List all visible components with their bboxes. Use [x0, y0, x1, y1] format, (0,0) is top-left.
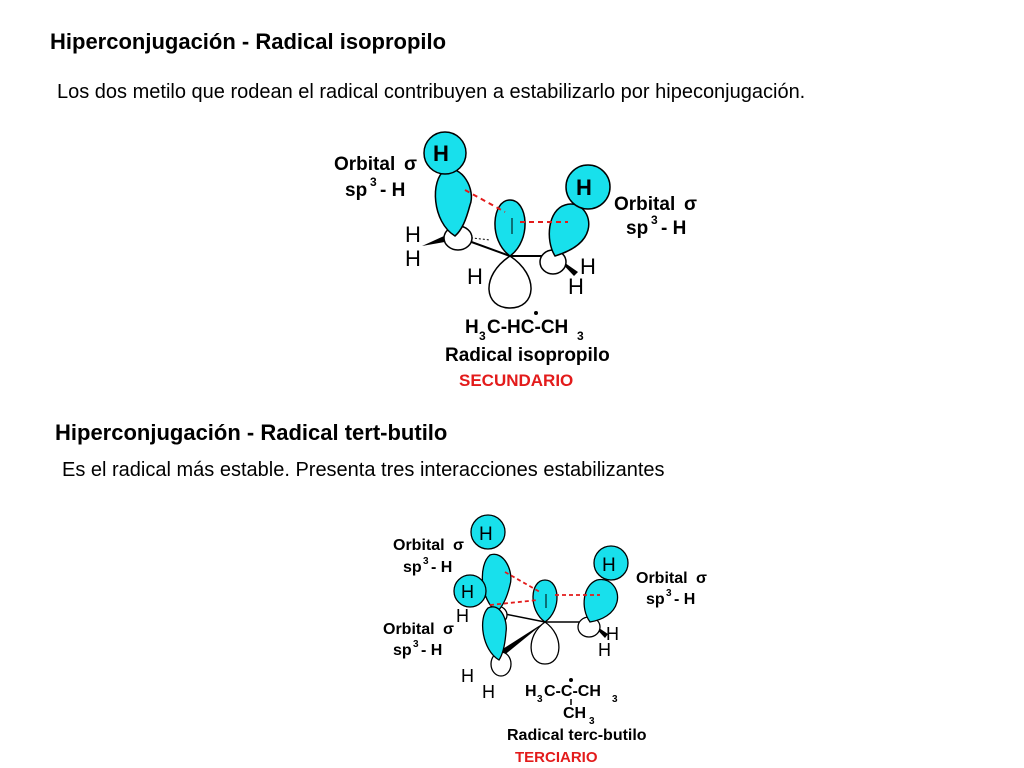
- title-isopropilo: Hiperconjugación - Radical isopropilo: [50, 29, 447, 54]
- h-atom: H: [405, 222, 421, 247]
- svg-text:3: 3: [479, 329, 486, 343]
- h-atom: H: [606, 624, 619, 644]
- h-atom: H: [461, 666, 474, 686]
- label-orbital-right: Orbital: [636, 570, 688, 587]
- svg-text:σ: σ: [696, 570, 707, 587]
- label-sp3-right: sp: [626, 218, 648, 239]
- svg-text:3: 3: [589, 716, 595, 727]
- svg-text:C-C-CH: C-C-CH: [544, 683, 601, 700]
- label-sp3-left: sp: [345, 180, 367, 201]
- h-atom: H: [598, 640, 611, 660]
- svg-text:- H: - H: [380, 180, 405, 201]
- h-atom: H: [482, 682, 495, 702]
- svg-text:CH: CH: [563, 705, 586, 722]
- svg-text:sp: sp: [646, 591, 665, 608]
- formula-tert-butyl: H: [525, 683, 537, 700]
- label-orbital-top: Orbital: [393, 537, 445, 554]
- name-isopropyl: Radical isopropilo: [445, 345, 610, 366]
- sigma-left: σ: [404, 154, 417, 175]
- label-orbital-left: Orbital: [383, 621, 435, 638]
- svg-text:- H: - H: [421, 642, 442, 659]
- label-orbital-left: Orbital: [334, 154, 395, 175]
- svg-text:C-HC-CH: C-HC-CH: [487, 317, 568, 338]
- svg-text:3: 3: [666, 588, 672, 599]
- name-tert-butyl: Radical terc-butilo: [507, 727, 647, 744]
- svg-text:3: 3: [612, 694, 618, 705]
- svg-text:3: 3: [413, 639, 419, 650]
- h-atom: H: [461, 582, 474, 602]
- text-tert-butilo: Es el radical más estable. Presenta tres…: [62, 459, 665, 481]
- h-atom: H: [602, 555, 616, 576]
- isopropyl-hyperconjugation-diagram: Orbital σ sp 3 - H Orbital σ sp 3 - H H …: [334, 131, 697, 390]
- h-atom: H: [576, 175, 592, 200]
- label-orbital-right: Orbital: [614, 194, 675, 215]
- class-terciario: TERCIARIO: [515, 749, 598, 765]
- text-isopropilo: Los dos metilo que rodean el radical con…: [57, 81, 806, 103]
- title-tert-butilo: Hiperconjugación - Radical tert-butilo: [55, 420, 448, 445]
- formula-isopropyl: H: [465, 317, 479, 338]
- svg-text:- H: - H: [674, 591, 695, 608]
- h-atom: H: [405, 246, 421, 271]
- svg-text:3: 3: [423, 556, 429, 567]
- svg-text:σ: σ: [453, 537, 464, 554]
- h-atom: H: [479, 524, 493, 545]
- svg-text:3: 3: [651, 213, 658, 227]
- h-atom: H: [456, 606, 469, 626]
- svg-text:- H: - H: [431, 559, 452, 576]
- svg-text:3: 3: [537, 694, 543, 705]
- class-secundario: SECUNDARIO: [459, 371, 573, 390]
- svg-text:3: 3: [577, 329, 584, 343]
- h-atom: H: [568, 274, 584, 299]
- svg-text:σ: σ: [443, 621, 454, 638]
- h-atom: H: [467, 264, 483, 289]
- tert-butyl-hyperconjugation-diagram: Orbital σ sp 3 - H Orbital σ sp 3 - H Or…: [383, 514, 707, 765]
- sigma-right: σ: [684, 194, 697, 215]
- svg-text:sp: sp: [403, 559, 422, 576]
- svg-text:sp: sp: [393, 642, 412, 659]
- svg-text:3: 3: [370, 175, 377, 189]
- svg-text:- H: - H: [661, 218, 686, 239]
- h-atom: H: [433, 141, 449, 166]
- h-atom: H: [580, 254, 596, 279]
